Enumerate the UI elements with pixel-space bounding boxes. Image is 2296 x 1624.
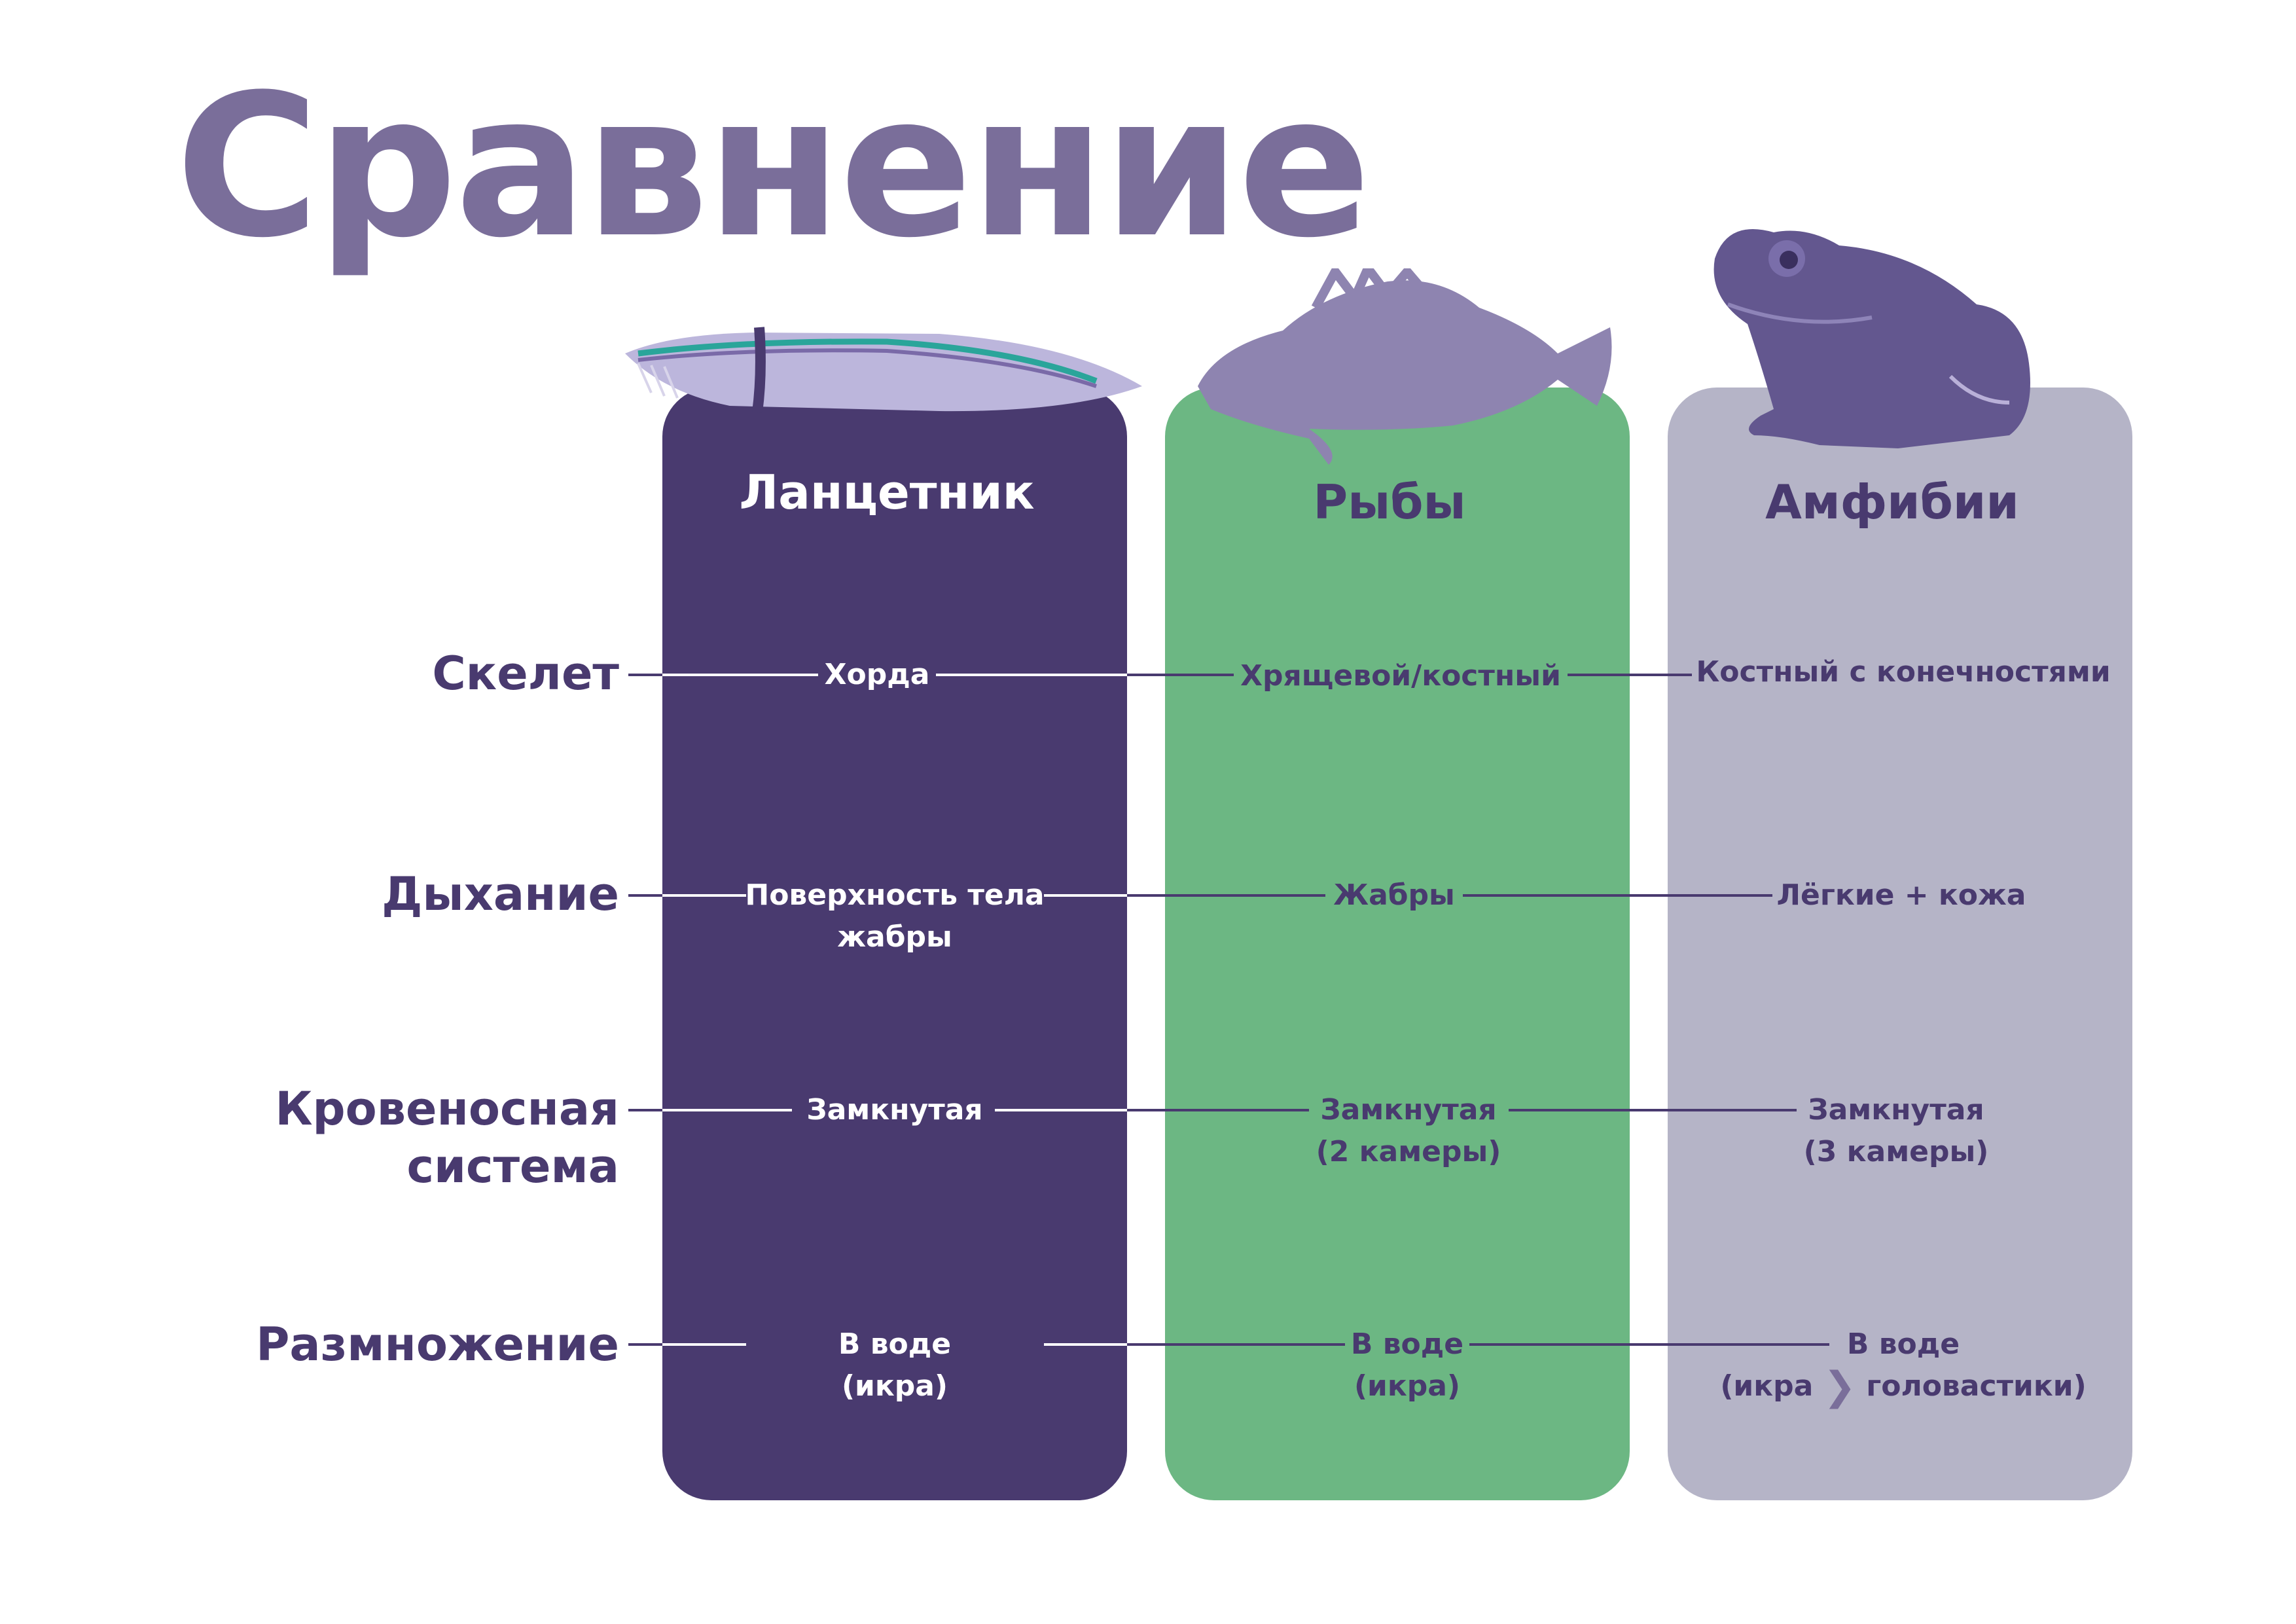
cell-amph-breathing: Лёгкие + кожа bbox=[1777, 875, 2026, 916]
lancelet-icon bbox=[625, 327, 1142, 414]
cell-line: Поверхность тела bbox=[745, 878, 1045, 912]
row-label-reproduction: Размножение bbox=[256, 1316, 619, 1373]
cell-line: (икра) bbox=[841, 1369, 948, 1403]
row-label-line: Размножение bbox=[256, 1318, 619, 1371]
row-label-breathing: Дыхание bbox=[382, 865, 619, 923]
cell-lancelet-circulatory: Замкнутая bbox=[806, 1089, 982, 1131]
cell-line-part: (икра bbox=[1720, 1369, 1814, 1403]
row-label-skeleton: Скелет bbox=[432, 645, 619, 702]
row-label-circulatory: Кровеносная система bbox=[275, 1080, 619, 1195]
cell-line: Замкнутая bbox=[1808, 1093, 1984, 1127]
column-title-amphibians: Амфибии bbox=[1765, 475, 2019, 530]
column-lancelet bbox=[662, 388, 1127, 1500]
cell-line: жабры bbox=[837, 920, 952, 954]
row-label-line: Скелет bbox=[432, 647, 619, 700]
cell-line: Замкнутая bbox=[1320, 1093, 1497, 1127]
cell-lancelet-reproduction: В воде (икра) bbox=[838, 1324, 951, 1407]
cell-line: В воде bbox=[1350, 1327, 1464, 1361]
row-label-line: Дыхание bbox=[382, 867, 619, 921]
cell-line: Костный с конечностями bbox=[1696, 655, 2111, 689]
cell-line-part: головастики) bbox=[1866, 1369, 2087, 1403]
cell-fish-reproduction: В воде (икра) bbox=[1351, 1324, 1463, 1407]
fish-icon bbox=[1198, 268, 1612, 465]
column-fish bbox=[1165, 388, 1630, 1500]
cell-line: Лёгкие + кожа bbox=[1776, 878, 2026, 912]
cell-fish-skeleton: Хрящевой/костный bbox=[1240, 655, 1561, 697]
cell-line: Замкнутая bbox=[806, 1093, 983, 1127]
cell-lancelet-breathing: Поверхность тела жабры bbox=[745, 875, 1044, 958]
cell-lancelet-skeleton: Хорда bbox=[825, 654, 930, 696]
cell-amph-reproduction: В воде (икра ❯ головастики) bbox=[1720, 1324, 2086, 1407]
row-label-line: Кровеносная bbox=[275, 1082, 619, 1136]
cell-line: (3 камеры) bbox=[1803, 1135, 1989, 1168]
cell-line: В воде bbox=[1846, 1327, 1960, 1361]
cell-amph-skeleton: Костный с конечностями bbox=[1696, 651, 2110, 693]
cell-line: В воде bbox=[838, 1327, 952, 1361]
row-label-line: система bbox=[406, 1140, 619, 1193]
frog-icon bbox=[1713, 229, 2030, 448]
arrow-right-icon: ❯ bbox=[1823, 1363, 1856, 1409]
column-title-fish: Рыбы bbox=[1313, 475, 1466, 530]
cell-line: (2 камеры) bbox=[1316, 1135, 1501, 1168]
page-title: Сравнение bbox=[175, 52, 1371, 281]
cell-fish-breathing: Жабры bbox=[1333, 875, 1455, 916]
cell-line: Хрящевой/костный bbox=[1240, 659, 1561, 693]
column-title-lancelet: Ланцетник bbox=[739, 465, 1035, 520]
cell-line: (икра ❯ головастики) bbox=[1720, 1365, 2086, 1407]
cell-fish-circulatory: Замкнутая (2 камеры) bbox=[1316, 1089, 1501, 1173]
column-amphibians bbox=[1668, 388, 2132, 1500]
cell-line: Хорда bbox=[824, 658, 930, 691]
cell-amph-circulatory: Замкнутая (3 камеры) bbox=[1804, 1089, 1989, 1173]
cell-line: Жабры bbox=[1333, 878, 1455, 912]
cell-line: (икра) bbox=[1354, 1369, 1461, 1403]
